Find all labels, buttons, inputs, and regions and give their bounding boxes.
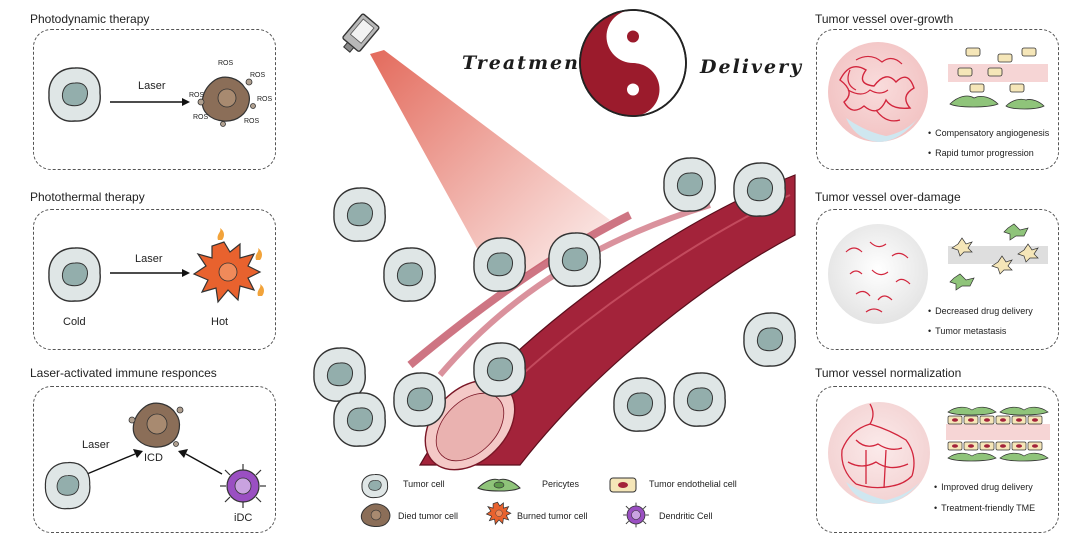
ptt-hot-label: Hot [211,316,228,328]
legend-died-icon [358,502,394,528]
overgrowth-bullet-1: Compensatory angiogenesis [928,128,1049,138]
pdt-laser-label: Laser [138,80,166,92]
normal-title: Tumor vessel normalization [815,366,961,380]
normal-bullet-2: Treatment-friendly TME [934,503,1035,513]
ros-label-5: ROS [193,114,208,121]
legend-endothelial-icon [608,476,638,494]
overgrowth-endothelium [948,44,1048,114]
immune-title: Laser-activated immune responces [30,366,217,380]
legend-tumor-cell: Tumor cell [403,479,445,489]
legend-pericytes: Pericytes [542,479,579,489]
ros-label-2: ROS [250,72,265,79]
normal-vessel-circle [826,400,932,506]
ptt-cold-cell [45,245,105,305]
ros-label-3: ROS [257,96,272,103]
immune-tumor-cell [42,460,94,512]
legend-tumor-cell-icon [360,473,390,499]
ros-label-1: ROS [218,60,233,67]
ptt-burned-cell [188,236,268,312]
center-tumor-cells [300,140,800,460]
treatment-label: Treatment [462,52,591,74]
icd-label: ICD [144,452,163,464]
overgrowth-vessel-circle [826,40,930,144]
overgrowth-title: Tumor vessel over-growth [815,12,953,26]
immune-arrow-left [85,448,145,478]
overdamage-vessel-circle [826,222,930,326]
overgrowth-bullet-2: Rapid tumor progression [928,148,1034,158]
normal-bullet-1: Improved drug delivery [934,482,1033,492]
ptt-laser-label: Laser [135,253,163,265]
ptt-title: Photothermal therapy [30,190,145,204]
legend-dendritic: Dendritic Cell [659,511,713,521]
delivery-label: Delivery [700,56,803,78]
legend-burned: Burned tumor cell [517,511,588,521]
ros-label-4: ROS [189,92,204,99]
yin-yang-icon [578,8,688,118]
overdamage-bullet-2: Tumor metastasis [928,326,1006,336]
ptt-cold-label: Cold [63,316,86,328]
idc-cell [218,462,268,510]
overdamage-endothelium [948,222,1048,292]
pdt-tumor-cell [45,65,105,125]
normal-endothelium [946,404,1050,468]
overdamage-title: Tumor vessel over-damage [815,190,961,204]
overdamage-bullet-1: Decreased drug delivery [928,306,1033,316]
icd-died-cell [128,400,186,450]
legend-died: Died tumor cell [398,511,458,521]
legend-dendritic-icon [622,501,650,529]
legend-burned-icon [484,500,514,528]
idc-label: iDC [234,512,252,524]
pdt-arrow [110,97,190,107]
ptt-arrow [110,268,190,278]
legend-pericytes-icon [476,476,522,494]
ros-label-6: ROS [244,118,259,125]
legend-endothelial: Tumor endothelial cell [649,479,737,489]
pdt-title: Photodynamic therapy [30,12,149,26]
